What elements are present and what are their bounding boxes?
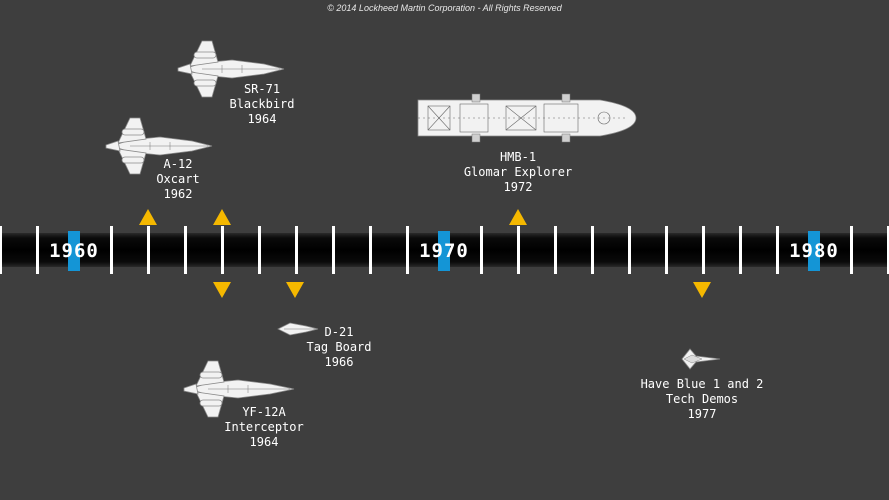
tick-1961: [110, 226, 113, 274]
tick-1979: [776, 226, 779, 274]
pointer-d21[interactable]: [286, 282, 304, 298]
label-yf12a-year: 1964: [249, 435, 279, 449]
label-yf12a-name: YF-12A: [242, 405, 286, 419]
year-label-1980: 1980: [789, 240, 839, 262]
d21-drone-icon[interactable]: [276, 320, 320, 338]
label-hmb1-year: 1972: [503, 180, 533, 194]
label-haveblue-year: 1977: [687, 407, 717, 421]
tick-1963: [184, 226, 187, 274]
pointer-hmb1[interactable]: [509, 209, 527, 225]
label-a12-year: 1962: [163, 187, 193, 201]
label-d21: D-21 Tag Board 1966: [306, 325, 371, 370]
tick-1982: [887, 226, 889, 274]
pointer-yf12a[interactable]: [213, 282, 231, 298]
year-label-1970: 1970: [419, 240, 469, 262]
year-label-1960: 1960: [49, 240, 99, 262]
year-marker-1960: [68, 231, 80, 271]
tick-1981: [850, 226, 853, 274]
label-d21-year: 1966: [324, 355, 354, 369]
tick-1962: [147, 226, 150, 274]
tick-1969: [406, 226, 409, 274]
pointer-haveblue[interactable]: [693, 282, 711, 298]
label-hmb1-desc: Glomar Explorer: [463, 165, 573, 179]
tick-1977: [702, 226, 705, 274]
label-hmb1: HMB-1 Glomar Explorer 1972: [464, 150, 572, 195]
year-marker-1980: [808, 231, 820, 271]
year-marker-1970: [438, 231, 450, 271]
label-yf12a: YF-12A Interceptor 1964: [224, 405, 303, 450]
label-d21-desc: Tag Board: [306, 340, 372, 354]
tick-1964: [221, 226, 224, 274]
label-haveblue-desc: Tech Demos: [665, 392, 739, 406]
tick-1959: [36, 226, 39, 274]
yf12a-interceptor-icon[interactable]: [178, 357, 300, 421]
label-a12-name: A-12: [163, 157, 193, 171]
label-yf12a-desc: Interceptor: [224, 420, 304, 434]
pointer-a12[interactable]: [139, 209, 157, 225]
tick-1972: [517, 226, 520, 274]
copyright-notice: © 2014 Lockheed Martin Corporation - All…: [327, 3, 562, 13]
label-sr71: SR-71 Blackbird 1964: [229, 82, 294, 127]
tick-1973: [554, 226, 557, 274]
label-haveblue: Have Blue 1 and 2 Tech Demos 1977: [641, 377, 764, 422]
label-sr71-desc: Blackbird: [229, 97, 295, 111]
label-d21-name: D-21: [324, 325, 354, 339]
tick-1958: [0, 226, 2, 274]
label-haveblue-name: Have Blue 1 and 2: [640, 377, 764, 391]
label-sr71-name: SR-71: [243, 82, 281, 96]
label-a12: A-12 Oxcart 1962: [156, 157, 199, 202]
have-blue-icon[interactable]: [680, 346, 722, 372]
tick-1971: [480, 226, 483, 274]
label-hmb1-name: HMB-1: [499, 150, 537, 164]
tick-1968: [369, 226, 372, 274]
label-a12-desc: Oxcart: [156, 172, 200, 186]
tick-1974: [591, 226, 594, 274]
hmb1-barge-icon[interactable]: [414, 92, 638, 144]
tick-1976: [665, 226, 668, 274]
pointer-sr71[interactable]: [213, 209, 231, 225]
sr71-blackbird-icon[interactable]: [172, 38, 290, 102]
tick-1967: [332, 226, 335, 274]
tick-1978: [739, 226, 742, 274]
tick-1975: [628, 226, 631, 274]
tick-1965: [258, 226, 261, 274]
label-sr71-year: 1964: [247, 112, 277, 126]
a12-oxcart-icon[interactable]: [100, 114, 218, 178]
tick-1966: [295, 226, 298, 274]
